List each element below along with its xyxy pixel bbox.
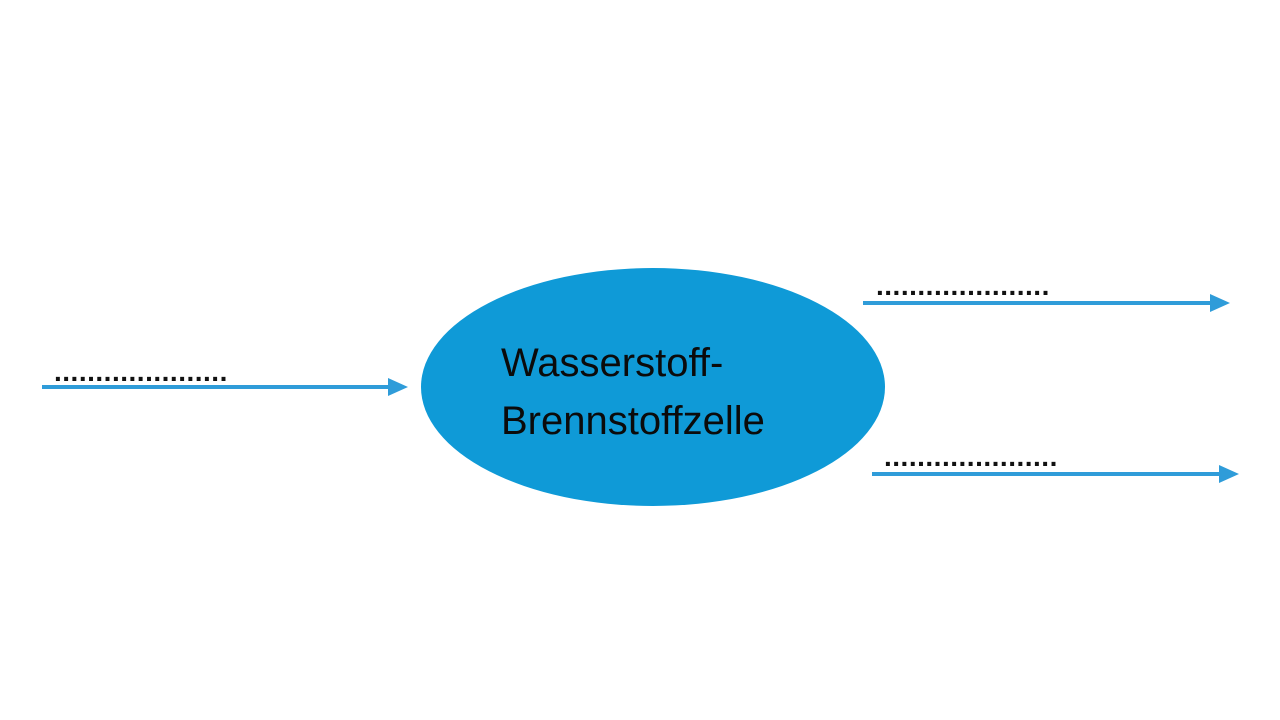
- output-2-placeholder-dots: .....................: [884, 441, 1058, 472]
- fuel-cell-node-label: Wasserstoff- Brennstoffzelle: [501, 334, 765, 450]
- output-1-arrow-line: [863, 301, 1212, 305]
- output-1-placeholder-dots: .....................: [876, 270, 1050, 301]
- fuel-cell-node: Wasserstoff- Brennstoffzelle: [421, 268, 885, 506]
- input-arrow-line: [42, 385, 390, 389]
- input-placeholder-dots: .....................: [54, 356, 228, 387]
- output-1-arrow-head-icon: [1210, 294, 1230, 312]
- output-2-arrow-line: [872, 472, 1221, 476]
- node-label-line2: Brennstoffzelle: [501, 399, 765, 443]
- output-2-arrow-head-icon: [1219, 465, 1239, 483]
- input-arrow-head-icon: [388, 378, 408, 396]
- node-label-line1: Wasserstoff-: [501, 341, 724, 385]
